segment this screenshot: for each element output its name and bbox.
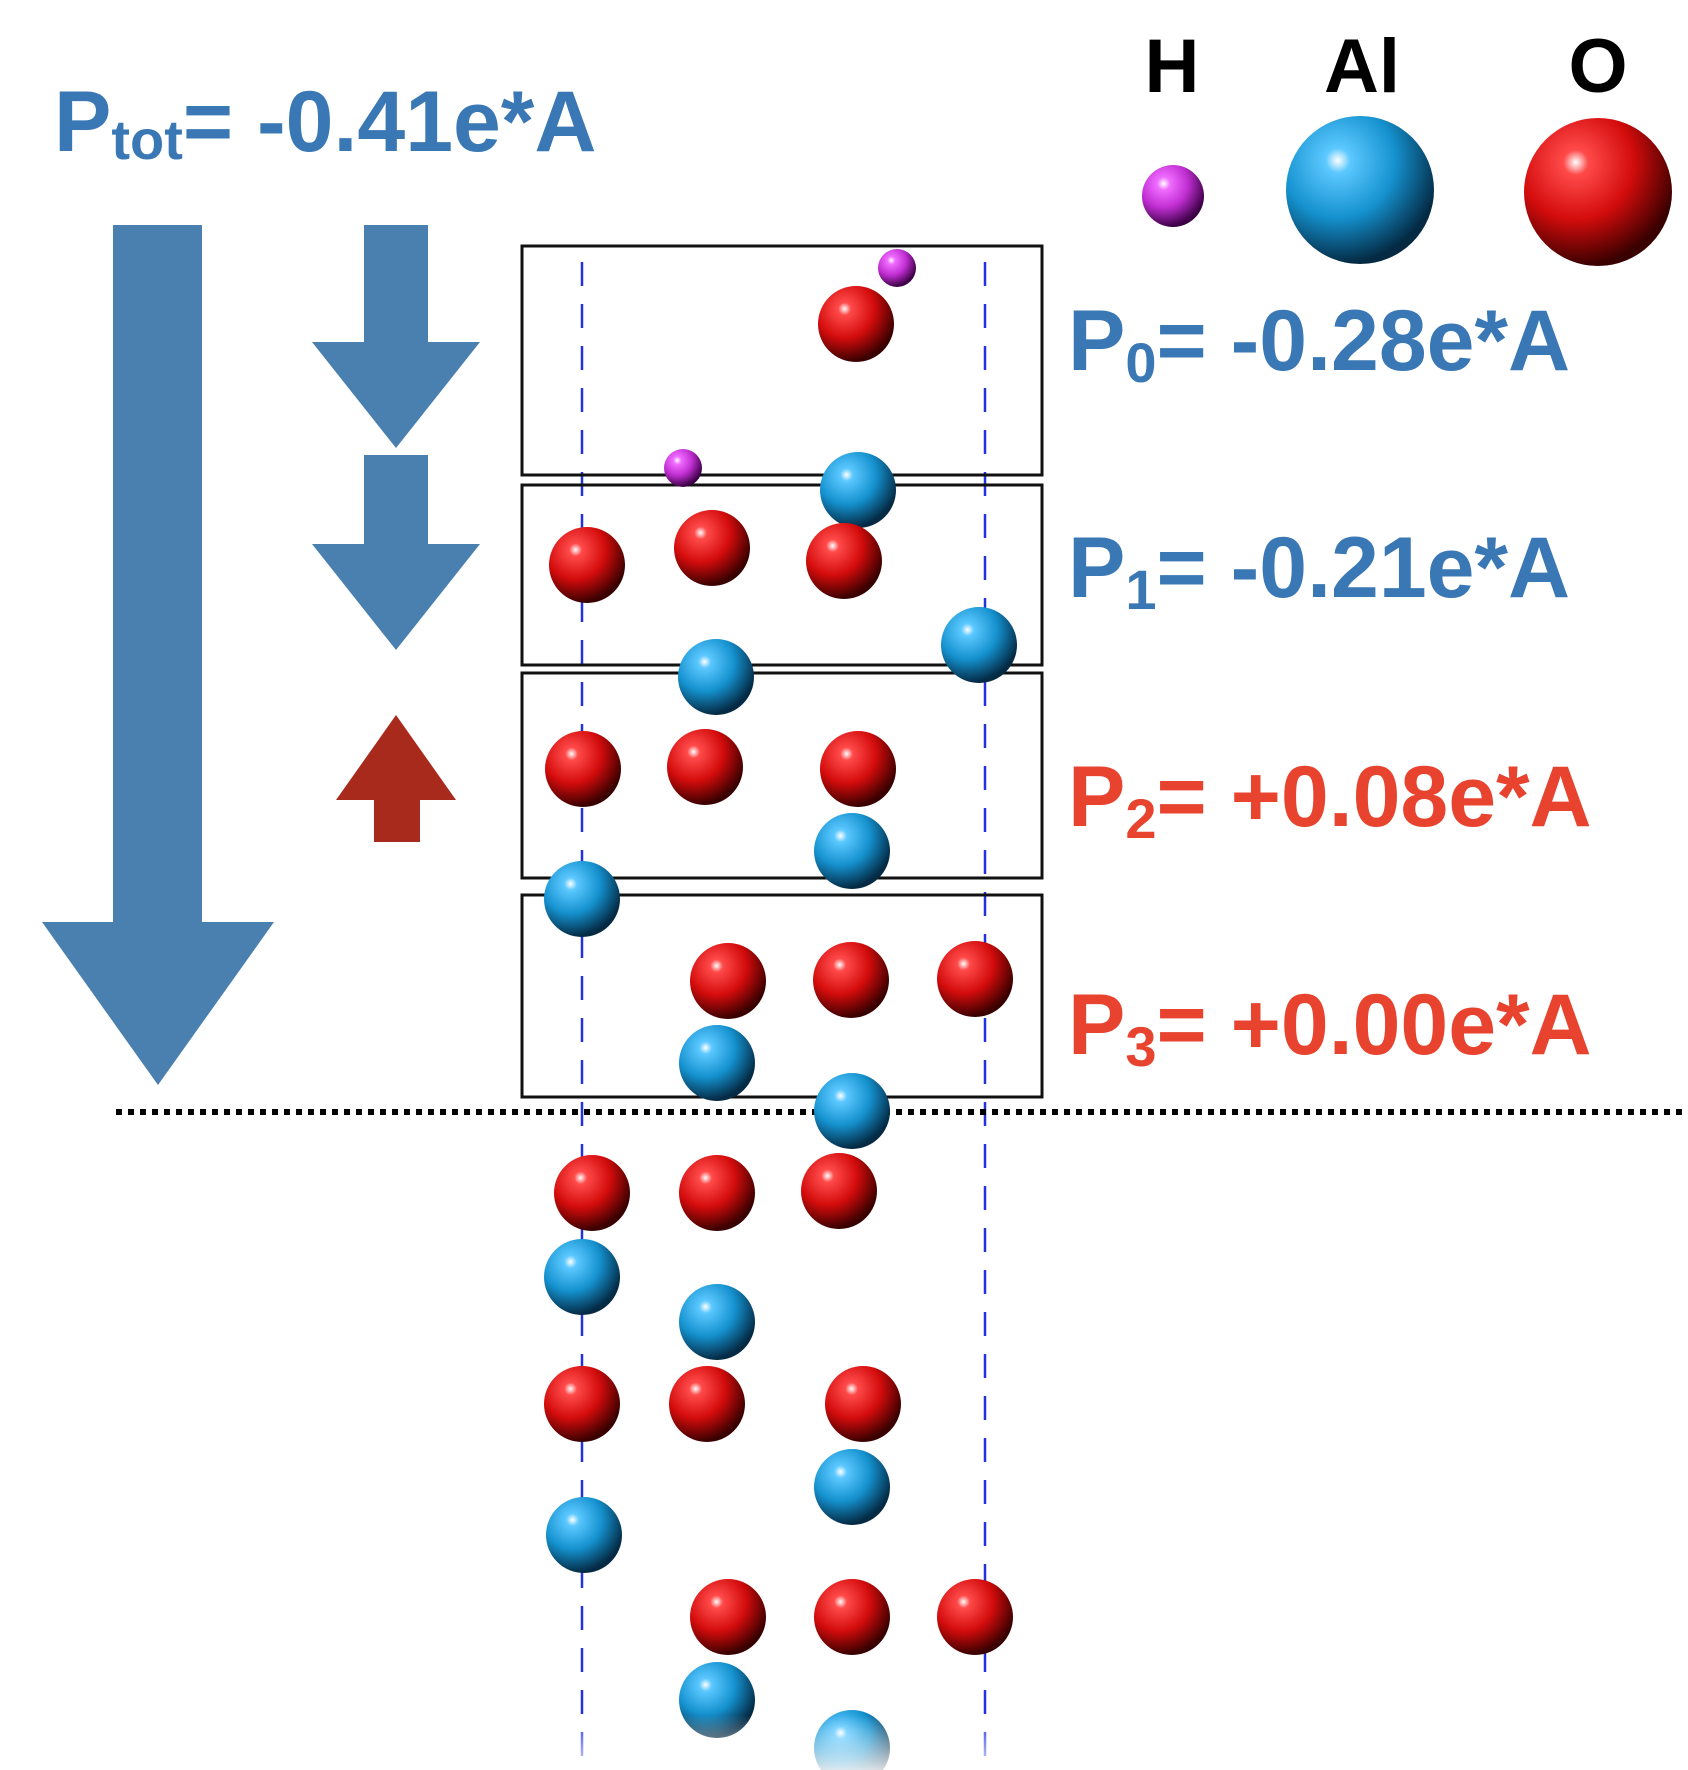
o-atom xyxy=(820,731,896,807)
layer-box-3 xyxy=(520,893,1044,1099)
al-atom xyxy=(679,1025,755,1101)
layer-3-base: P xyxy=(1068,977,1125,1073)
total-polarization-label: Ptot= -0.41e*A xyxy=(54,74,596,171)
layer-2-base: P xyxy=(1068,749,1125,845)
al-atom xyxy=(814,1449,890,1525)
layer-0-sub: 0 xyxy=(1125,331,1156,394)
p0-arrow xyxy=(312,225,480,448)
layer-3-label: P3= +0.00e*A xyxy=(1068,977,1592,1078)
o-atom xyxy=(937,1579,1013,1655)
legend-al-label: Al xyxy=(1324,24,1400,109)
al-atom xyxy=(544,861,620,937)
o-atom xyxy=(545,731,621,807)
al-atom xyxy=(679,1284,755,1360)
o-atom xyxy=(690,943,766,1019)
layer-1-base: P xyxy=(1068,520,1125,616)
al-atom xyxy=(820,452,896,528)
layer-0-label: P0= -0.28e*A xyxy=(1068,293,1570,394)
total-polarization-arrow xyxy=(42,225,274,1085)
layer-0-value: = -0.28e*A xyxy=(1157,293,1571,389)
h-atom xyxy=(664,449,702,487)
o-atom xyxy=(801,1153,877,1229)
o-atom xyxy=(554,1155,630,1231)
layer-box-0 xyxy=(520,244,1044,477)
legend-h-atom-icon xyxy=(1142,165,1204,227)
atom-layer xyxy=(544,249,1017,1770)
p1-arrow xyxy=(312,455,480,650)
total-sub: tot xyxy=(111,108,183,171)
layer-box-2 xyxy=(520,671,1044,880)
al-atom xyxy=(546,1497,622,1573)
layer-0-base: P xyxy=(1068,293,1125,389)
o-atom xyxy=(690,1579,766,1655)
o-atom xyxy=(667,729,743,805)
al-atom xyxy=(814,1073,890,1149)
h-atom xyxy=(878,249,916,287)
layer-2-sub: 2 xyxy=(1125,787,1156,850)
al-atom xyxy=(544,1239,620,1315)
p2-arrow xyxy=(336,715,456,842)
o-atom xyxy=(813,942,889,1018)
layer-2-label: P2= +0.08e*A xyxy=(1068,749,1592,850)
legend-o-atom-icon xyxy=(1524,118,1672,266)
layer-2-value: = +0.08e*A xyxy=(1157,749,1592,845)
total-value: = -0.41e*A xyxy=(183,74,597,170)
o-atom xyxy=(806,523,882,599)
o-atom xyxy=(937,941,1013,1017)
al-atom xyxy=(941,607,1017,683)
o-atom xyxy=(818,286,894,362)
layer-1-value: = -0.21e*A xyxy=(1157,520,1571,616)
legend-o-label: O xyxy=(1568,24,1627,109)
o-atom xyxy=(544,1366,620,1442)
al-atom xyxy=(678,639,754,715)
al-atom xyxy=(814,813,890,889)
o-atom xyxy=(669,1366,745,1442)
o-atom xyxy=(825,1366,901,1442)
o-atom xyxy=(679,1155,755,1231)
layer-1-label: P1= -0.21e*A xyxy=(1068,520,1570,621)
layer-3-sub: 3 xyxy=(1125,1015,1156,1078)
layer-1-sub: 1 xyxy=(1125,558,1156,621)
layer-box-1 xyxy=(520,483,1044,667)
legend-al-atom-icon xyxy=(1286,116,1434,264)
bottom-fade xyxy=(515,1715,1075,1770)
layer-3-value: = +0.00e*A xyxy=(1157,977,1592,1073)
o-atom xyxy=(674,510,750,586)
total-base: P xyxy=(54,74,111,170)
o-atom xyxy=(549,527,625,603)
o-atom xyxy=(814,1579,890,1655)
legend-h-label: H xyxy=(1145,24,1200,109)
